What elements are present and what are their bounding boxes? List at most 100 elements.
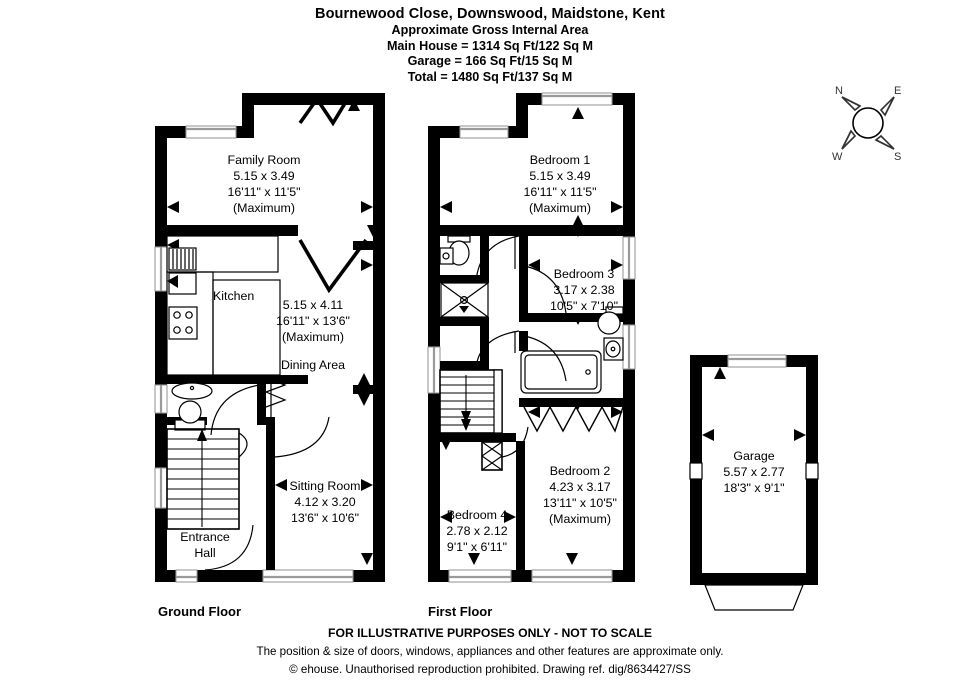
kitchen-dining-metric: 5.15 x 4.11 bbox=[283, 298, 344, 312]
page-title: Bournewood Close, Downswood, Maidstone, … bbox=[315, 6, 665, 22]
staircase-up bbox=[166, 428, 248, 530]
bedroom2-name: Bedroom 2 bbox=[550, 464, 611, 478]
wall-bed3-left bbox=[519, 236, 528, 322]
wall-bed1-divider bbox=[496, 225, 623, 236]
wall-shower-bottom bbox=[440, 317, 489, 326]
hob-icon bbox=[168, 306, 198, 340]
bathroom-fittings bbox=[520, 306, 624, 394]
garage-door-icon bbox=[704, 584, 804, 611]
ground-room-labels: Family Room 5.15 x 3.49 16'11" x 11'5" (… bbox=[180, 153, 360, 560]
garage-plan: Garage 5.57 x 2.77 18'3" x 9'1" bbox=[689, 354, 819, 611]
bedroom3-imperial: 10'5" x 7'10" bbox=[550, 299, 618, 313]
wall-family-kitchen bbox=[167, 225, 298, 236]
entrance-hall-line2: Hall bbox=[194, 546, 215, 560]
bedroom3-metric: 3.17 x 2.38 bbox=[553, 283, 614, 297]
bedroom2-imperial: 13'11" x 10'5" bbox=[543, 496, 617, 510]
kitchen-dining-imperial: 16'11" x 13'6" bbox=[276, 314, 350, 328]
staircase-down bbox=[439, 369, 503, 434]
wardrobe-indicator bbox=[523, 405, 624, 433]
wall-bed4-top bbox=[440, 433, 516, 442]
first-floor-label: First Floor bbox=[428, 604, 493, 619]
wall-bathroom-bottom bbox=[519, 398, 623, 407]
garage-metric: 5.57 x 2.77 bbox=[723, 465, 784, 479]
bath-icon bbox=[520, 350, 602, 394]
compass-east-label: E bbox=[894, 85, 901, 97]
wall-kitchen-wc bbox=[167, 375, 265, 384]
bedroom4-name: Bedroom 4 bbox=[447, 508, 508, 522]
ground-floor-label: Ground Floor bbox=[158, 604, 242, 619]
bedroom2-metric: 4.23 x 3.17 bbox=[549, 480, 610, 494]
wall-shower-top bbox=[440, 275, 489, 283]
wall-bed4-bed2 bbox=[516, 441, 525, 570]
wall-ensuite-vertical bbox=[480, 236, 489, 279]
bedroom4-metric: 2.78 x 2.12 bbox=[446, 524, 507, 538]
bedroom2-note: (Maximum) bbox=[549, 512, 611, 526]
dimension-arrows-first bbox=[440, 107, 623, 565]
footer-disclaimer-secondary: The position & size of doors, windows, a… bbox=[256, 645, 724, 658]
window-family-room-left bbox=[185, 125, 237, 139]
compass-north-label: N bbox=[835, 85, 843, 97]
wall-wc-dining bbox=[257, 375, 266, 425]
wall-landing-bottom bbox=[440, 361, 489, 370]
compass-west-label: W bbox=[832, 151, 843, 163]
door-arcs-ground bbox=[204, 383, 330, 571]
garage-area: Garage = 166 Sq Ft/15 Sq M bbox=[407, 54, 573, 68]
garage-side-opening-right bbox=[805, 462, 819, 480]
sitting-room-metric: 4.12 x 3.20 bbox=[294, 495, 355, 509]
family-room-imperial: 16'11" x 11'5" bbox=[227, 185, 300, 199]
basin-ensuite-icon bbox=[439, 247, 454, 265]
wall-hall-sitting-lower bbox=[266, 457, 275, 570]
bedroom1-note: (Maximum) bbox=[529, 201, 591, 215]
bedroom1-name: Bedroom 1 bbox=[530, 153, 591, 167]
title-block: Bournewood Close, Downswood, Maidstone, … bbox=[0, 6, 980, 85]
window-garage-top bbox=[727, 354, 787, 368]
garage-side-opening-left bbox=[689, 462, 703, 480]
main-house-area: Main House = 1314 Sq Ft/122 Sq M bbox=[386, 38, 594, 53]
area-heading: Approximate Gross Internal Area bbox=[391, 23, 589, 37]
bedroom1-imperial: 16'11" x 11'5" bbox=[523, 185, 596, 199]
garage-name: Garage bbox=[733, 449, 774, 463]
window-bed1-left bbox=[459, 125, 509, 139]
kitchen-dining-note: (Maximum) bbox=[282, 330, 344, 344]
family-room-note: (Maximum) bbox=[233, 201, 295, 215]
dining-door-leaves bbox=[265, 377, 287, 408]
bedroom3-name: Bedroom 3 bbox=[554, 267, 615, 281]
wall-bed3-corridor bbox=[519, 331, 528, 351]
ensuite-fittings bbox=[439, 235, 489, 318]
bedroom1-metric: 5.15 x 3.49 bbox=[529, 169, 590, 183]
family-room-metric: 5.15 x 3.49 bbox=[233, 169, 294, 183]
first-room-labels: Bedroom 1 5.15 x 3.49 16'11" x 11'5" (Ma… bbox=[446, 153, 618, 554]
kitchen-name: Kitchen bbox=[213, 289, 254, 303]
bifold-indicator-mid bbox=[298, 238, 368, 294]
dining-area-name: Dining Area bbox=[281, 358, 345, 372]
ground-floor-plan: Family Room 5.15 x 3.49 16'11" x 11'5" (… bbox=[154, 93, 385, 583]
wall-hall-sitting bbox=[266, 417, 275, 457]
compass-south-label: S bbox=[894, 151, 901, 163]
garage-imperial: 18'3" x 9'1" bbox=[723, 481, 784, 495]
compass-rose: N E S W bbox=[832, 85, 901, 163]
sitting-room-name: Sitting Room bbox=[290, 479, 361, 493]
family-room-name: Family Room bbox=[228, 153, 301, 167]
total-area: Total = 1480 Sq Ft/137 Sq M bbox=[407, 69, 573, 84]
wash-basin-icon bbox=[171, 382, 213, 400]
wall-marker-cross bbox=[353, 373, 385, 406]
bedroom4-imperial: 9'1" x 6'11" bbox=[447, 540, 507, 554]
bifold-indicator-top bbox=[298, 93, 366, 127]
toilet-bowl-bath-icon bbox=[597, 311, 621, 335]
sitting-room-imperial: 13'6" x 10'6" bbox=[291, 511, 359, 525]
entrance-hall-line1: Entrance bbox=[180, 530, 230, 544]
wall-marker-cross-2 bbox=[353, 241, 385, 250]
dimension-arrows-garage bbox=[702, 367, 806, 585]
door-arcs-first bbox=[475, 235, 567, 458]
garage-labels: Garage 5.57 x 2.77 18'3" x 9'1" bbox=[723, 449, 784, 495]
wall-dining-hall bbox=[266, 375, 308, 384]
wall-ensuite-right bbox=[440, 225, 496, 236]
dimension-arrows-ground bbox=[167, 99, 379, 565]
footer-copyright: © ehouse. Unauthorised reproduction proh… bbox=[289, 663, 691, 676]
kitchen-units bbox=[166, 235, 281, 376]
cloakroom-fittings bbox=[171, 382, 213, 431]
first-floor-plan: Bedroom 1 5.15 x 3.49 16'11" x 11'5" (Ma… bbox=[427, 92, 636, 583]
footer-disclaimer-primary: FOR ILLUSTRATIVE PURPOSES ONLY - NOT TO … bbox=[328, 626, 652, 640]
window-bed1-top bbox=[541, 92, 613, 106]
